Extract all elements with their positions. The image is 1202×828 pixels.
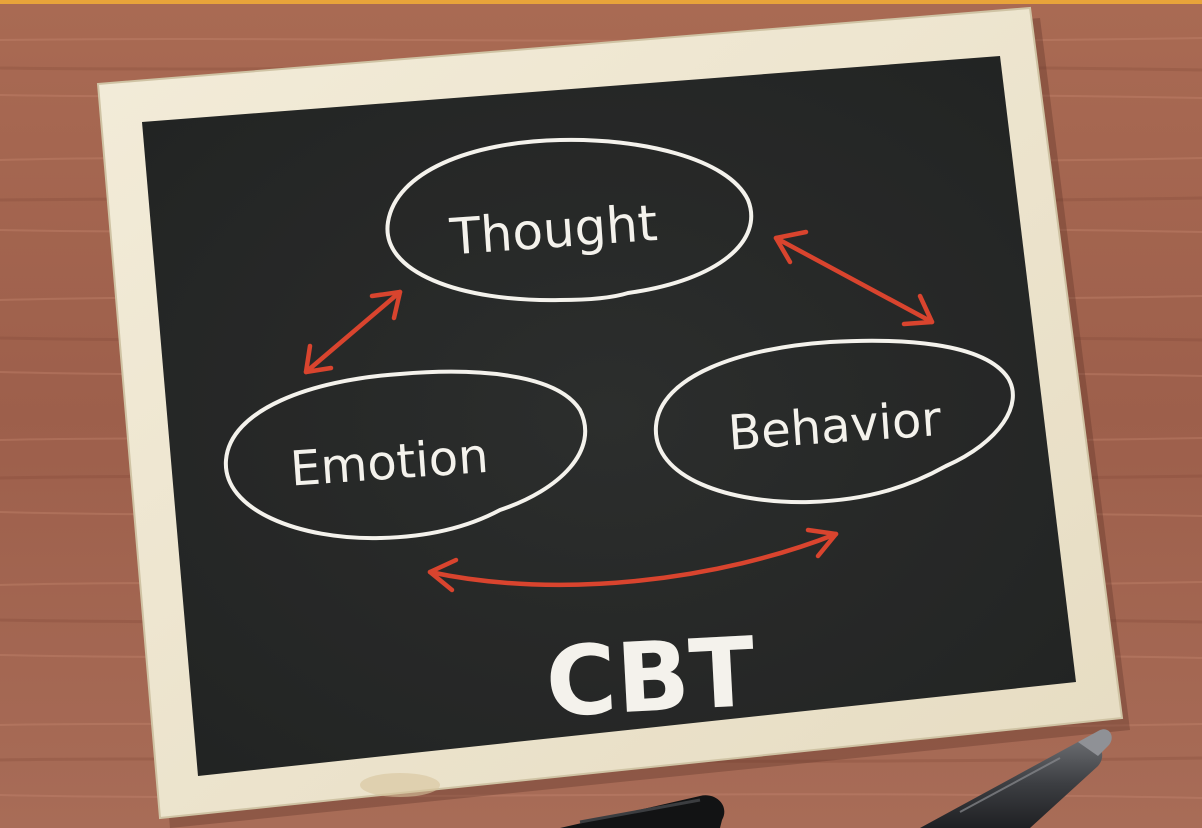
- cbt-caption: CBT: [543, 616, 758, 739]
- frame-knot: [360, 773, 440, 797]
